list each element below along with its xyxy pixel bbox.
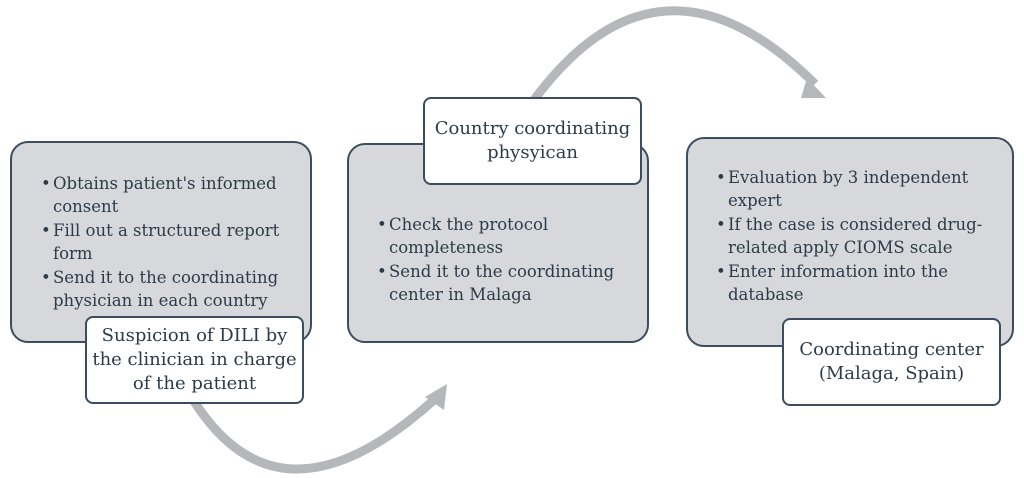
stage-3-list: Evaluation by 3 independent expert If th… (716, 166, 1006, 307)
stage-2-label-text: Country coordinating physyican (434, 118, 631, 163)
stage-2-list: Check the protocol completeness Send it … (377, 213, 639, 307)
list-item: If the case is considered drug-related a… (716, 213, 1006, 259)
list-item: Send it to the coordinating center in Ma… (377, 260, 639, 306)
list-item: Enter information into the database (716, 260, 1006, 306)
lower-arrowhead (425, 384, 447, 410)
stage-1-box: Obtains patient's informed consent Fill … (10, 141, 312, 343)
stage-1-label-text: Suspicion of DILI by the clinician in ch… (92, 325, 297, 394)
stage-1-label: Suspicion of DILI by the clinician in ch… (85, 316, 304, 404)
stage-3-box: Evaluation by 3 independent expert If th… (686, 137, 1014, 347)
list-item: Send it to the coordinating physician in… (41, 266, 303, 312)
upper-curved-arrow (530, 6, 819, 103)
stage-3-label-text: Coordinating center (Malaga, Spain) (799, 339, 984, 384)
list-item: Evaluation by 3 independent expert (716, 166, 1006, 212)
stage-1-list: Obtains patient's informed consent Fill … (41, 172, 303, 313)
lower-curved-arrow (188, 394, 440, 474)
stage-3-label: Coordinating center (Malaga, Spain) (782, 318, 1001, 406)
stage-2-label: Country coordinating physyican (423, 97, 642, 185)
list-item: Obtains patient's informed consent (41, 172, 303, 218)
list-item: Check the protocol completeness (377, 213, 639, 259)
upper-arrowhead (801, 78, 826, 98)
list-item: Fill out a structured report form (41, 219, 303, 265)
